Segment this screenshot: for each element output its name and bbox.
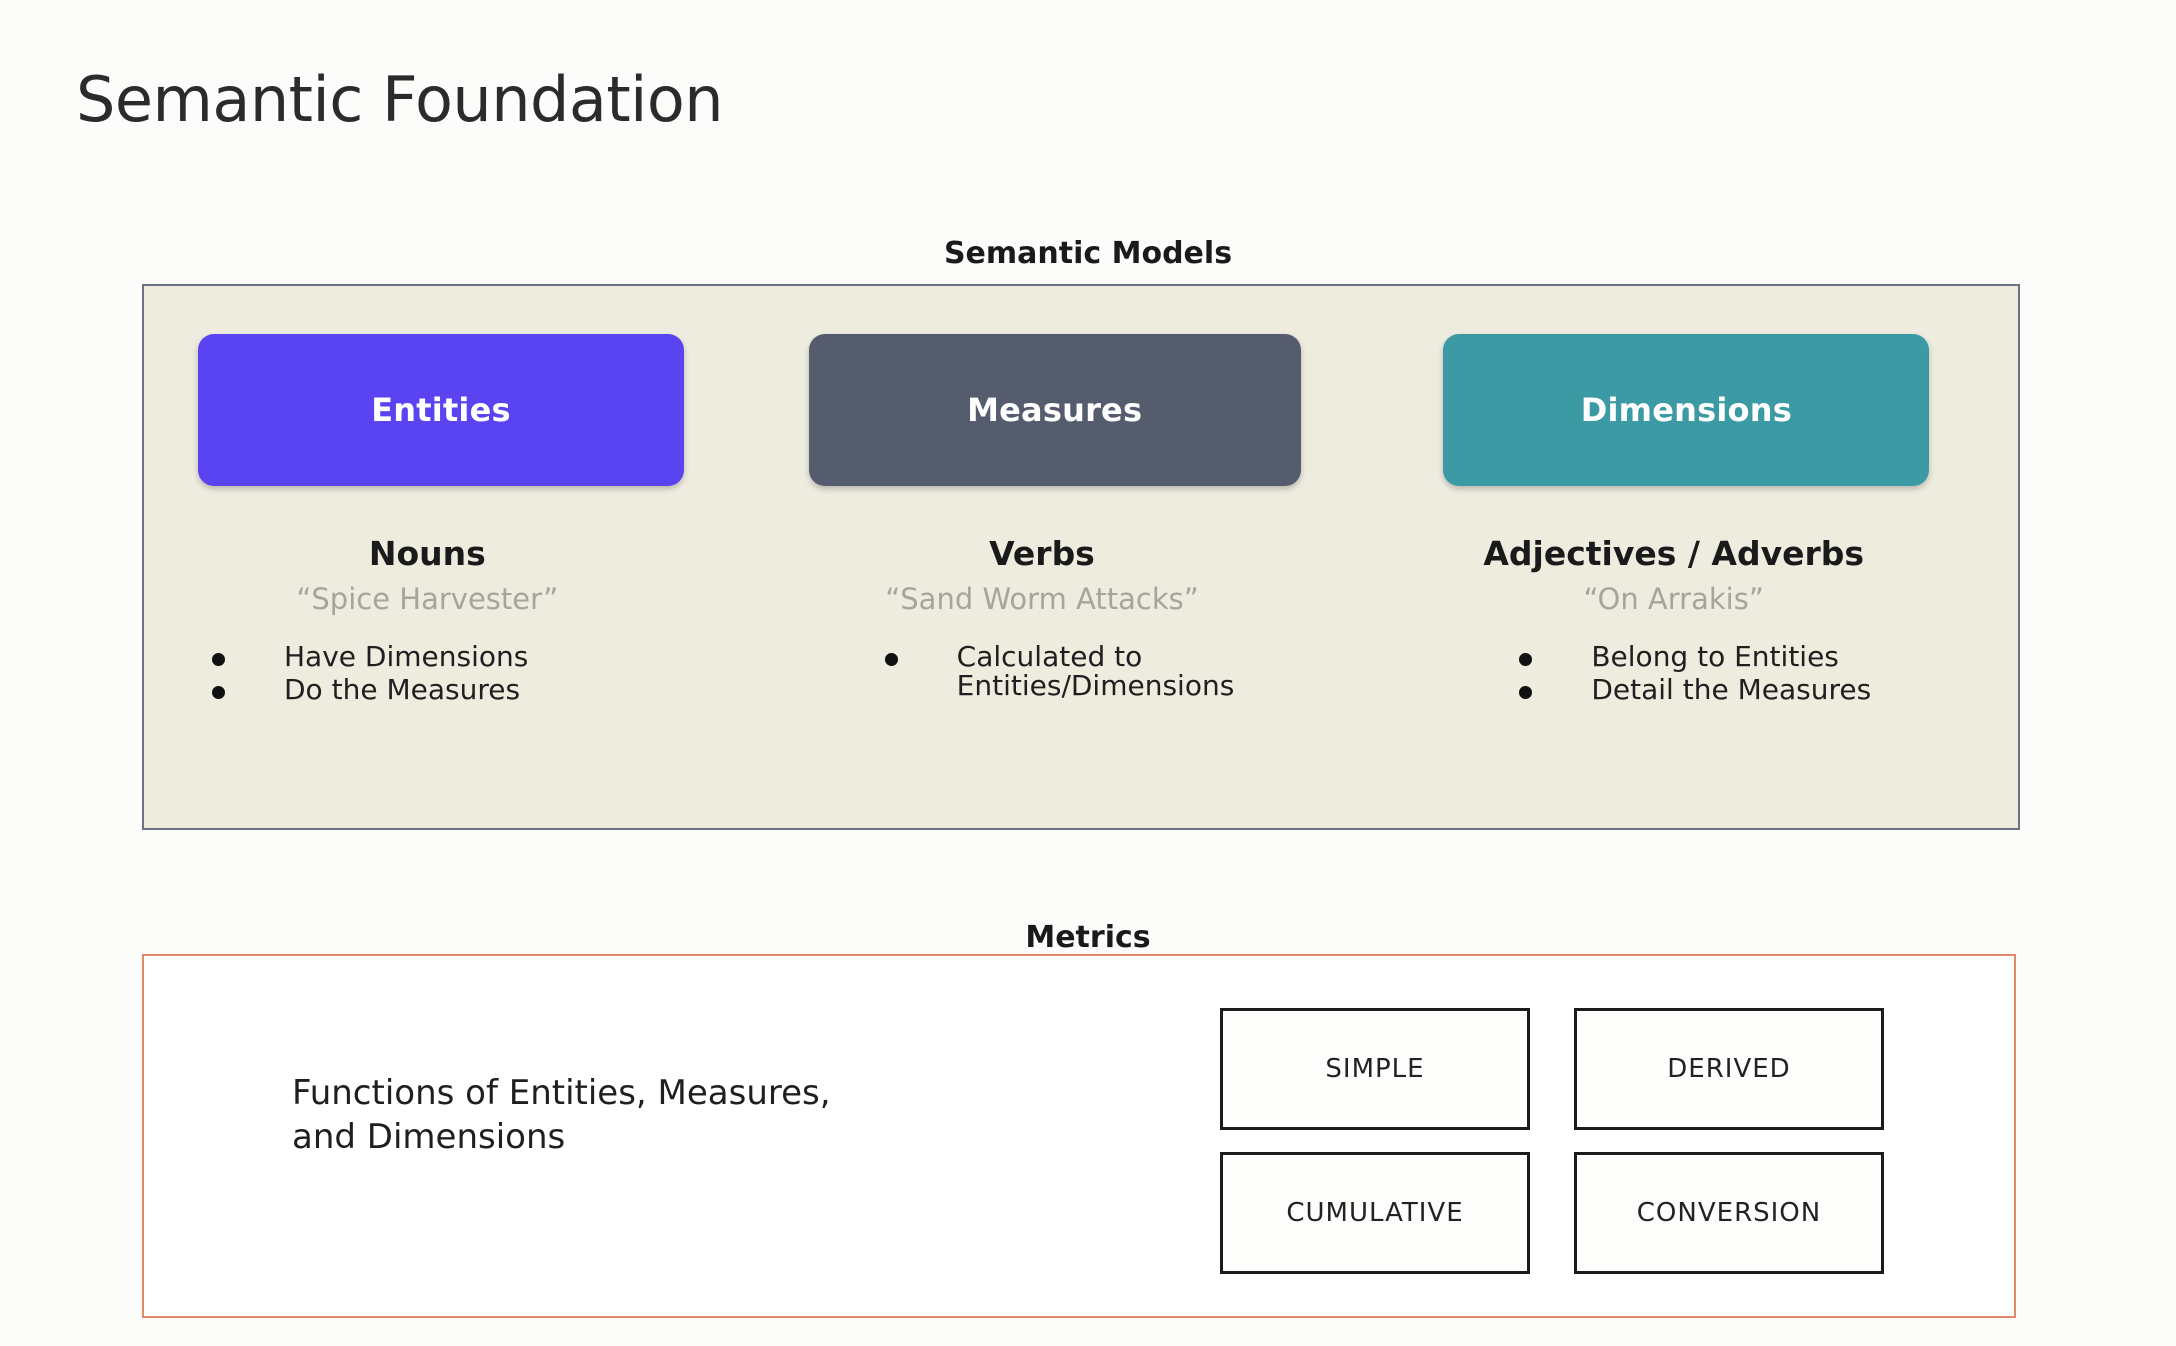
metrics-description: Functions of Entities, Measures, and Dim… xyxy=(292,1072,992,1159)
dimensions-bullet-0-line1: Belong to Entities xyxy=(1591,640,1839,673)
metric-type-cumulative-label: CUMULATIVE xyxy=(1286,1198,1464,1228)
bullet-dot-icon xyxy=(884,653,898,666)
entities-bullet-list: Have Dimensions Do the Measures xyxy=(212,642,682,709)
measures-pill[interactable]: Measures xyxy=(808,334,1301,486)
metric-type-grid: SIMPLE DERIVED CUMULATIVE CONVERSION xyxy=(1220,1008,1910,1274)
page-title: Semantic Foundation xyxy=(76,63,724,136)
list-item: Have Dimensions xyxy=(212,642,682,671)
list-item: Belong to Entities xyxy=(1519,642,1989,671)
metric-type-conversion[interactable]: CONVERSION xyxy=(1574,1152,1884,1274)
measures-bullet-0-line1: Calculated to xyxy=(956,640,1143,673)
bullet-dot-icon xyxy=(1519,686,1533,700)
measures-example: “Sand Worm Attacks” xyxy=(885,582,1199,616)
dimensions-pill-label: Dimensions xyxy=(1580,391,1792,429)
entities-pill-label: Entities xyxy=(371,391,511,429)
metric-type-cumulative[interactable]: CUMULATIVE xyxy=(1220,1152,1530,1274)
metrics-description-line-2: and Dimensions xyxy=(292,1116,566,1157)
metric-type-simple-label: SIMPLE xyxy=(1325,1054,1425,1084)
metric-type-simple[interactable]: SIMPLE xyxy=(1220,1008,1530,1130)
semantic-models-panel: Entities Nouns “Spice Harvester” Have Di… xyxy=(142,284,2020,830)
list-item: Detail the Measures xyxy=(1519,673,1989,707)
metric-type-derived[interactable]: DERIVED xyxy=(1574,1008,1884,1130)
bullet-dot-icon xyxy=(1519,653,1533,666)
metric-type-derived-label: DERIVED xyxy=(1667,1054,1791,1084)
list-item: Do the Measures xyxy=(212,673,682,707)
dimensions-part-of-speech: Adjectives / Adverbs xyxy=(1483,534,1865,573)
measures-part-of-speech: Verbs xyxy=(989,534,1095,573)
entities-pill[interactable]: Entities xyxy=(198,334,684,486)
semantic-column-dimensions: Dimensions Adjectives / Adverbs “On Arra… xyxy=(1393,286,2018,828)
semantic-column-measures: Measures Verbs “Sand Worm Attacks” Calcu… xyxy=(769,286,1394,828)
list-item: Calculated to Entities/Dimensions xyxy=(884,640,1355,703)
dimensions-bullet-list: Belong to Entities Detail the Measures xyxy=(1519,642,1989,709)
semantic-models-caption: Semantic Models xyxy=(943,236,1233,271)
entities-part-of-speech: Nouns xyxy=(368,534,486,573)
bullet-dot-icon xyxy=(212,653,225,666)
entities-bullet-0-line1: Have Dimensions xyxy=(284,640,529,673)
metric-type-conversion-label: CONVERSION xyxy=(1636,1198,1822,1228)
dimensions-pill[interactable]: Dimensions xyxy=(1443,334,1930,486)
metrics-caption: Metrics xyxy=(1025,920,1151,955)
metrics-description-line-1: Functions of Entities, Measures, xyxy=(292,1073,831,1113)
dimensions-bullet-1-line1: Detail the Measures xyxy=(1591,673,1872,707)
semantic-models-columns: Entities Nouns “Spice Harvester” Have Di… xyxy=(144,286,2018,828)
bullet-dot-icon xyxy=(212,686,225,700)
dimensions-example: “On Arrakis” xyxy=(1583,582,1764,616)
entities-bullet-1-line1: Do the Measures xyxy=(284,673,521,707)
measures-bullet-0-line2: Entities/Dimensions xyxy=(956,669,1235,703)
metrics-panel: Functions of Entities, Measures, and Dim… xyxy=(142,954,2016,1318)
measures-pill-label: Measures xyxy=(967,391,1143,429)
semantic-column-entities: Entities Nouns “Spice Harvester” Have Di… xyxy=(144,286,769,828)
measures-bullet-list: Calculated to Entities/Dimensions xyxy=(884,640,1355,705)
entities-example: “Spice Harvester” xyxy=(296,582,559,616)
